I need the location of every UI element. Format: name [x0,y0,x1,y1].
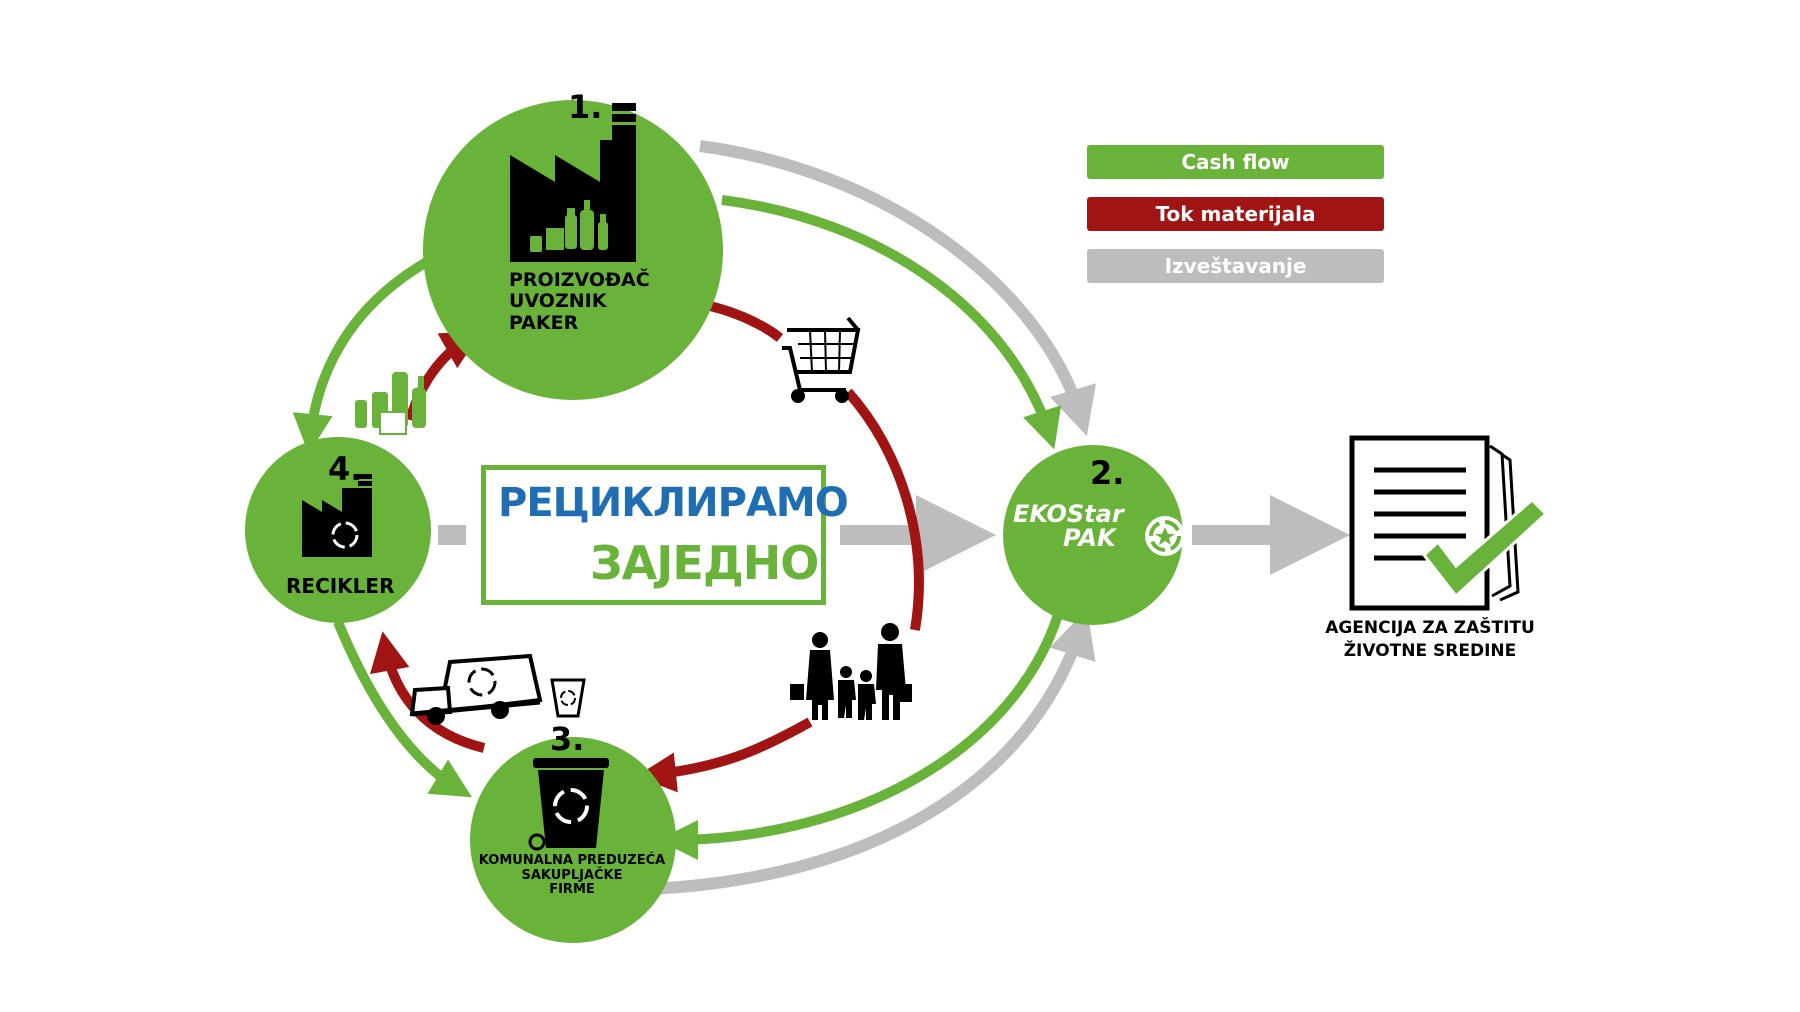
small-bottles-icon [355,372,426,435]
cash-arrow-recycler-to-communal [333,620,473,798]
recycle-star-icon [1145,516,1185,556]
producer-label-line-1: PROIZVOĐAČ [509,269,650,291]
recycler-recycle-icon [331,521,359,549]
eko-number: 2. [1090,454,1125,492]
garbage-truck-icon [409,653,543,725]
ekostar-pak-logo: EKOStar PAK [1013,502,1124,550]
banner-line-2: ЗАЈЕДНО [590,536,819,590]
communal-label: KOMUNALNA PREDUZEĆA SAKUPLJAČKE FIRME [472,853,672,898]
recycler-factory-icon [302,474,372,557]
agency-label: AGENCIJA ZA ZAŠTITU ŽIVOTNE SREDINE [1310,617,1550,663]
ekostar-logo-line-2: PAK [1063,524,1116,552]
legend-cash-flow: Cash flow [1087,145,1384,179]
communal-label-line-1: KOMUNALNA PREDUZEĆA [478,853,666,868]
reporting-arrows [438,140,1351,895]
communal-label-line-2: SAKUPLJAČKE [521,867,623,883]
cash-arrow-eko-to-communal [658,613,1063,860]
legend-reporting: Izveštavanje [1087,249,1384,283]
recycler-label: RECIKLER [286,574,395,598]
material-arrow-cart-to-family [844,388,924,631]
recycle-together-banner: РЕЦИКЛИРАМО ЗАЈЕДНО [481,465,849,605]
cash-arrow-producer-to-recycler [292,255,433,454]
shopping-cart-icon [782,316,861,403]
document-check-icon [1349,435,1549,611]
agency-label-line-2: ŽIVOTNE SREDINE [1343,640,1517,661]
report-arrow-producer-to-eko [699,140,1096,437]
cash-arrow-producer-to-eko [721,195,1062,450]
legend-material-flow: Tok materijala [1087,197,1384,231]
communal-number: 3. [550,720,585,758]
recycle-cup-icon [550,678,586,718]
agency-label-line-1: AGENCIJA ZA ZAŠTITU [1325,618,1535,638]
producer-label-line-2: UVOZNIK [509,290,607,313]
recycler-number: 4. [328,450,363,488]
communal-label-line-3: FIRME [549,882,595,898]
cash-flow-arrows [292,195,1063,860]
bottles-icon [530,200,608,252]
report-arrow-communal-to-eko [647,608,1096,895]
recycle-bin-icon [528,758,609,851]
producer-number: 1. [568,88,603,126]
producer-label: PROIZVOĐAČ UVOZNIK PAKER [509,269,650,334]
ekostar-logo-line-1: EKOStar [1013,500,1124,528]
banner-line-1: РЕЦИКЛИРАМО [498,480,849,526]
producer-label-line-3: PAKER [509,311,579,334]
family-shoppers-icon [790,623,912,720]
node-eko [1003,445,1183,625]
material-arrow-family-to-communal [636,717,813,793]
